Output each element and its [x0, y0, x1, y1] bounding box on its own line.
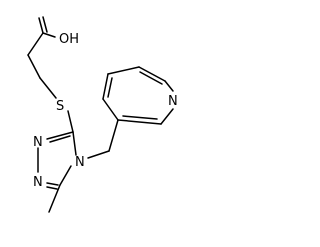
bond-ch2-s	[39, 77, 57, 99]
atom-label-n-pyridine: N	[168, 94, 178, 109]
bond-c5-methyl	[48, 184, 61, 213]
structure-diagram: OH S N N N N	[27, 16, 178, 213]
atom-label-n4: N	[75, 155, 85, 170]
bond-carbonyl-oh	[42, 32, 56, 38]
bond-py-c6-c1-inner	[139, 71, 163, 85]
bond-carbonyl-o-a	[38, 17, 44, 34]
bond-py-c1-n	[164, 80, 174, 92]
bond-c3-n2-b	[49, 135, 71, 143]
bond-ch2-ch2	[27, 54, 41, 79]
bond-n4-ch2	[87, 150, 110, 159]
bond-py-c3-c4	[102, 98, 119, 121]
bond-c3-n2-a	[46, 131, 74, 140]
bond-s-c3	[67, 110, 74, 133]
bond-n1-c5-a	[46, 182, 59, 186]
bond-c5-n4	[59, 165, 72, 186]
bond-py-c5-c6	[107, 66, 140, 75]
atom-label-oh: OH	[59, 32, 79, 47]
bond-ch2-pyridine	[108, 119, 119, 152]
bond-carbonyl-o-b	[42, 16, 48, 33]
bond-py-c4-c5-inner	[107, 77, 113, 98]
bond-py-n-c2	[160, 108, 174, 125]
bond-c3-n4	[72, 131, 77, 156]
atom-label-n1: N	[33, 175, 43, 190]
bond-n1-c5-b	[46, 186, 58, 190]
bond-carbonyl-ch2	[27, 32, 44, 56]
atom-label-s: S	[56, 99, 64, 114]
bond-py-c2-c3	[117, 119, 162, 125]
bond-py-c2-c3-inner	[122, 115, 158, 120]
bond-py-c6-c1	[138, 66, 166, 82]
atom-label-n2: N	[33, 135, 43, 150]
bond-py-c4-c5	[102, 73, 109, 100]
